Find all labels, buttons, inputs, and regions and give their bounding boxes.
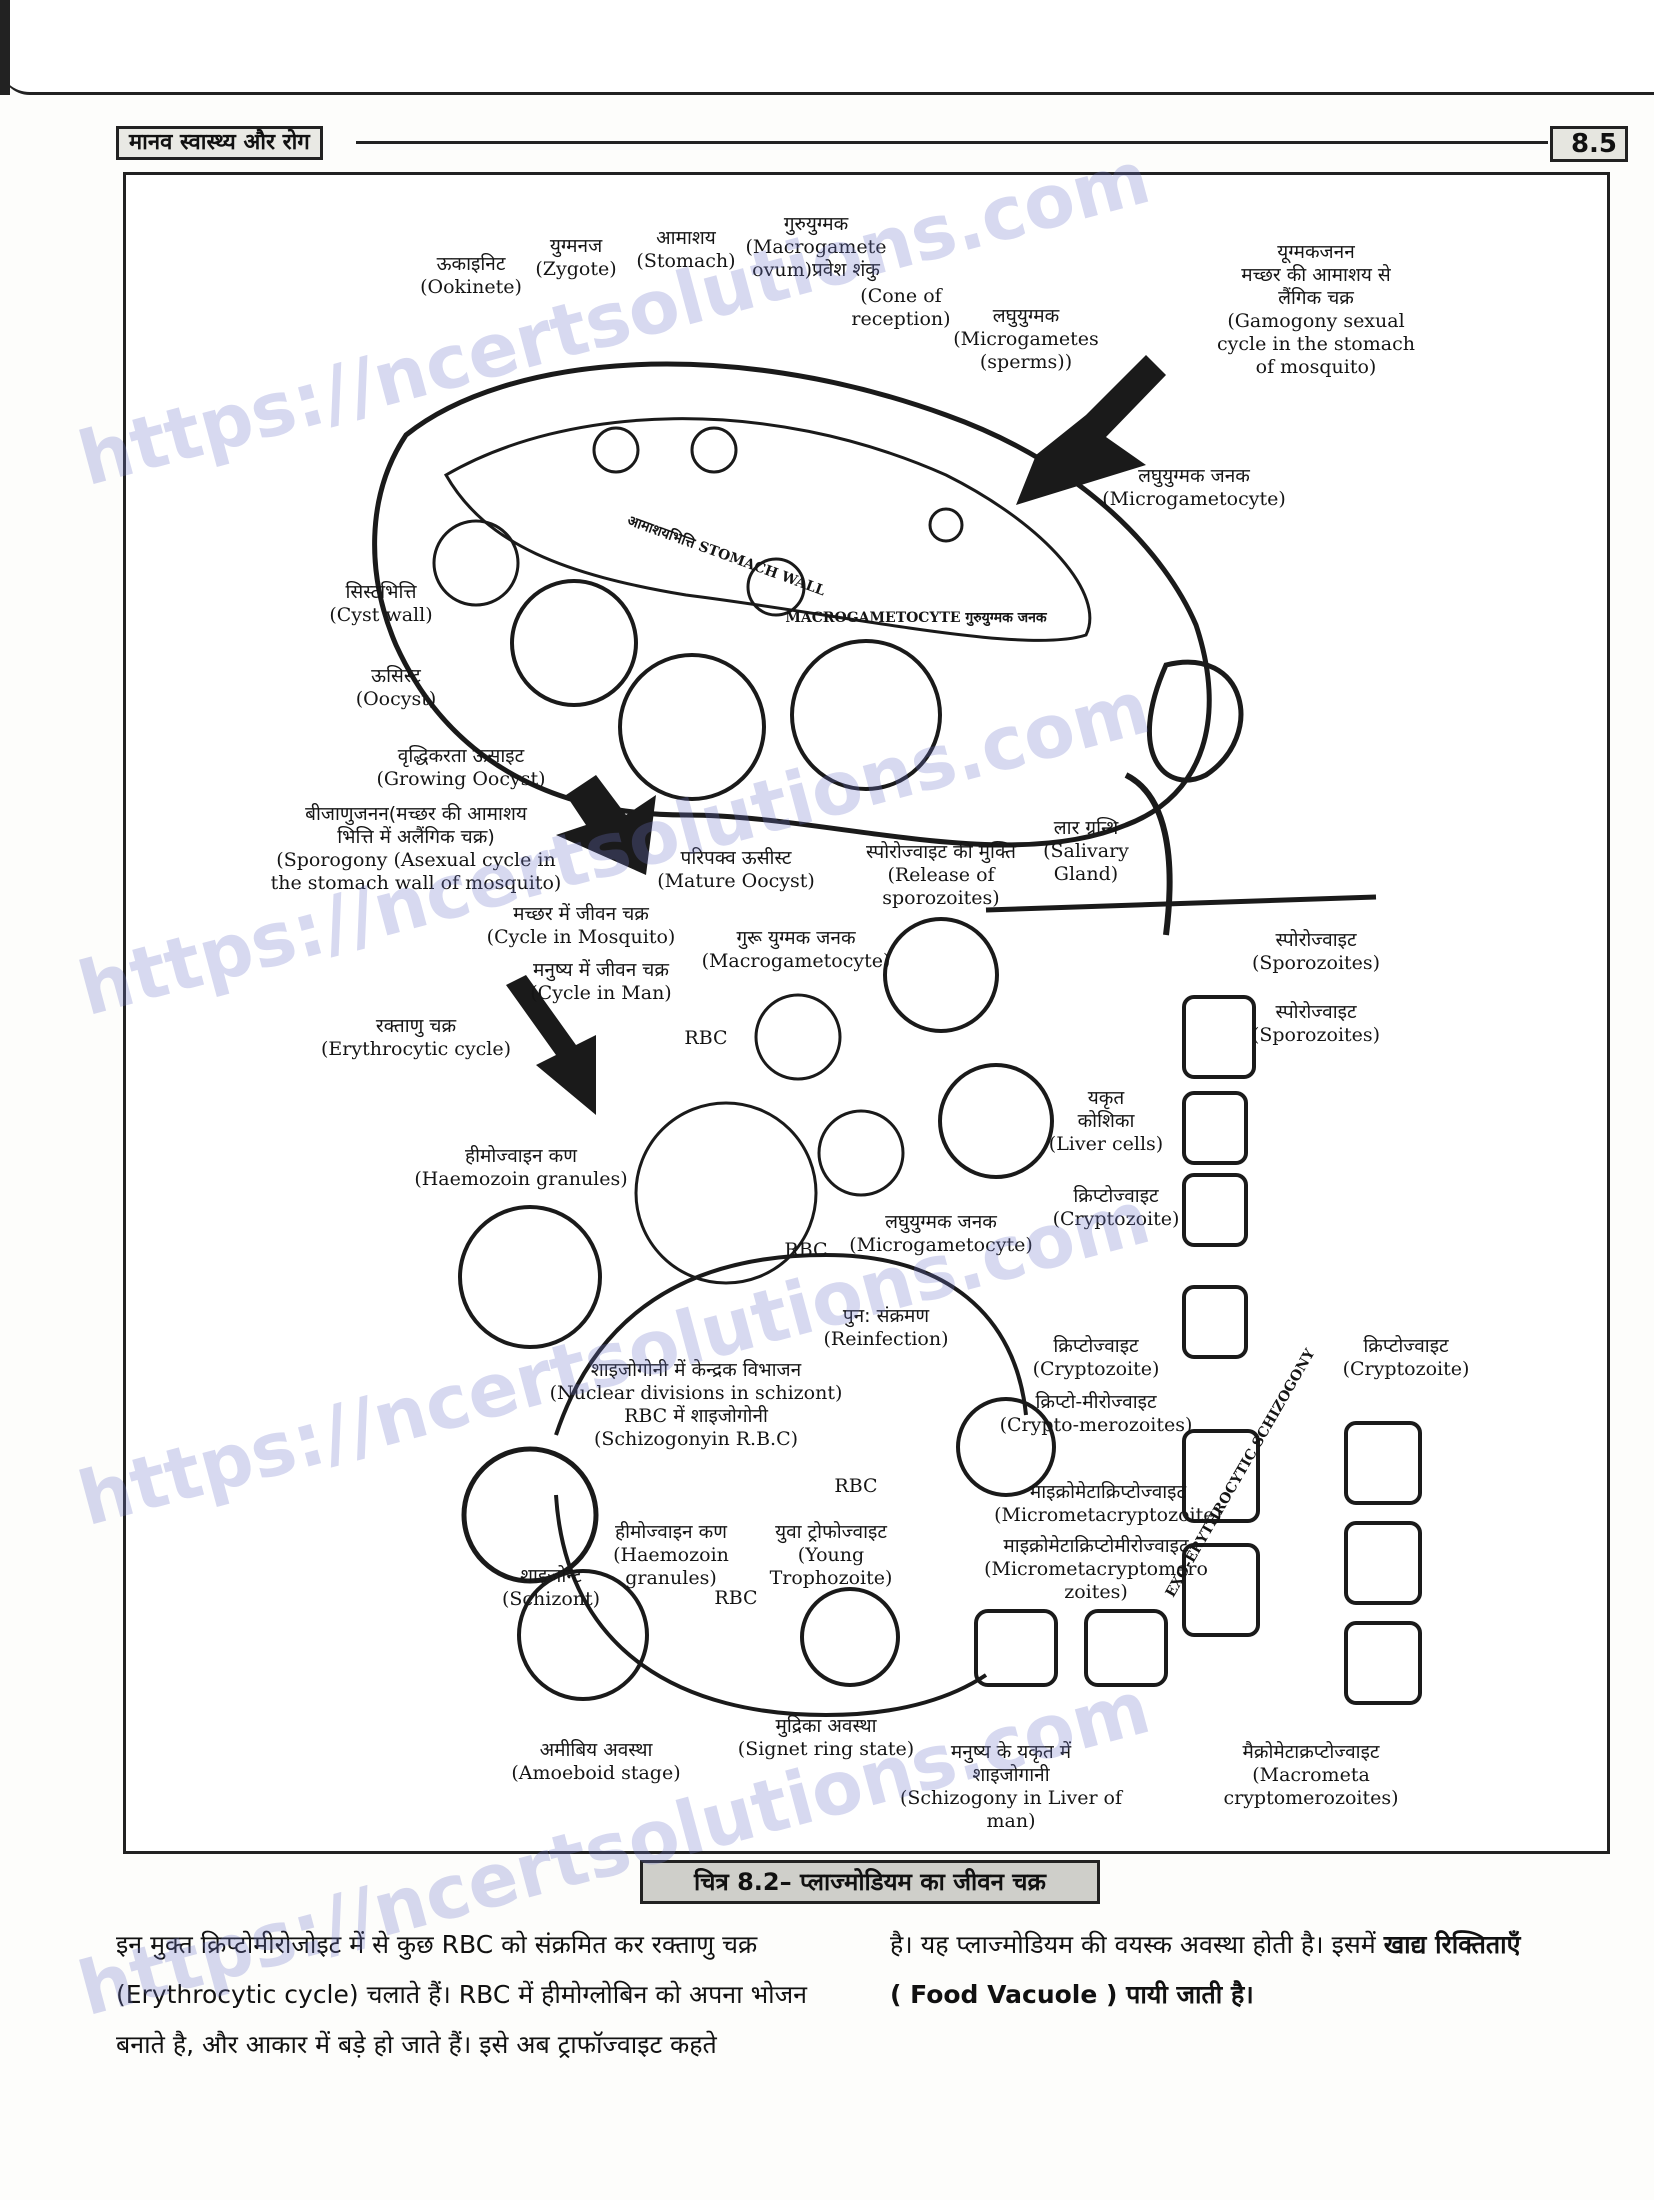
label-sporozoites-1: स्पोरोज्वाइट(Sporozoites) [1251, 929, 1381, 974]
liver-cell [1344, 1421, 1422, 1505]
macrogamete-cell [690, 426, 738, 474]
mosquito-stomach-outline [372, 361, 1212, 848]
label-microgametocyte-mosquito: लघुयुग्मक जनक(Microgametocyte) [1102, 465, 1286, 510]
cyst-wall-circle [432, 519, 520, 607]
liver-cell [1182, 1285, 1248, 1359]
label-gamogony: यूग्मकजनन मच्छर की आमाशय से लैंगिक चक्र(… [1217, 241, 1415, 378]
label-erythrocytic-cycle: रक्ताणु चक्र(Erythrocytic cycle) [320, 1015, 511, 1060]
label-rbc-4: RBC [714, 1587, 758, 1609]
paragraph-left: इन मुक्त क्रिप्टोमीरोजोइट में से कुछ RBC… [116, 1930, 808, 2059]
paragraph-right-part-1: है। यह प्लाज्मोडियम की वयस्क अवस्था होती… [890, 1930, 1384, 1959]
label-amoeboid-stage: अमीबिय अवस्था(Amoeboid stage) [511, 1739, 681, 1784]
microgametocyte-rbc [938, 1063, 1054, 1179]
label-micrometacryptozoite: माइक्रोमेटाक्रिप्टोज्वाइट(Micrometacrypt… [994, 1481, 1222, 1526]
label-release-sporozoites: स्पोरोज्वाइट की मुक्ति(Release of sporoz… [866, 841, 1016, 909]
arrow-gamogony [1016, 355, 1166, 505]
rbc-cell [817, 1109, 905, 1197]
paragraph-right-part-2: ( Food Vacuole ) पायी जाती है। [890, 1980, 1254, 2009]
label-crypto-merozoites: क्रिप्टो-मीरोज्वाइट(Crypto-merozoites) [999, 1391, 1193, 1436]
label-oocyst: ऊसिस्ट(Oocyst) [355, 665, 437, 710]
arrow-erythrocytic [506, 975, 596, 1115]
label-schizont: शाइजोन्ट(Schizont) [501, 1565, 601, 1610]
label-mature-oocyst: परिपक्व ऊसीस्ट(Mature Oocyst) [657, 847, 815, 892]
liver-cell [1182, 1429, 1260, 1523]
label-sporogony: बीजाणुजनन(मच्छर की आमाशय भित्ति में अलैं… [270, 803, 562, 894]
liver-cell [1182, 1543, 1260, 1637]
label-cryptozoite-3: क्रिप्टोज्वाइट(Cryptozoite) [1342, 1335, 1470, 1380]
label-macrogametocyte-man: गुरू युग्मक जनक(Macrogametocyte) [701, 927, 891, 972]
liver-cell [1182, 1173, 1248, 1247]
label-macrogamete: गुरुयुग्मक(Macrogamete ovum)प्रवेश शंकु [745, 213, 887, 281]
erythrocytic-cycle-path-lower [554, 1494, 988, 1718]
label-microgametocyte-man: लघुयुग्मक जनक(Microgametocyte) [849, 1211, 1033, 1256]
label-cryptozoite-2: क्रिप्टोज्वाइट(Cryptozoite) [1032, 1335, 1160, 1380]
zygote-cell [592, 426, 640, 474]
paragraph-right: है। यह प्लाज्मोडियम की वयस्क अवस्था होती… [890, 1920, 1630, 2020]
label-liver-cells: यकृत कोशिका(Liver cells) [1048, 1087, 1164, 1155]
reinfection-rbc [956, 1397, 1056, 1497]
label-reinfection: पुन: संक्रमण(Reinfection) [823, 1305, 949, 1350]
header-rule [356, 141, 1548, 144]
label-rbc-2: RBC [784, 1239, 828, 1261]
label-cyst-wall: सिस्टभित्ति(Cyst wall) [329, 581, 433, 626]
label-cycle-in-man: मनुष्य में जीवन चक्र(Cycle in Man) [530, 959, 672, 1004]
label-growing-oocyst: वृद्धिकरता ऊसाइट(Growing Oocyst) [376, 745, 546, 790]
label-nuclear-divisions: शाइजोगोनी में केन्द्रक विभाजन(Nuclear di… [549, 1359, 843, 1450]
label-haemozoin-granules-1: हीमोज्वाइन कण(Haemozoin granules) [414, 1145, 628, 1190]
arrow-sporogony [556, 775, 656, 875]
label-zygote: युग्मनज(Zygote) [535, 235, 617, 280]
rbc-cell [754, 993, 842, 1081]
label-cryptozoite-1: क्रिप्टोज्वाइट(Cryptozoite) [1052, 1185, 1180, 1230]
label-macrometacryptomerozoites: मैक्रोमेटाक्रप्टोज्वाइट(Macrometa crypto… [1223, 1741, 1399, 1809]
scan-left-edge [0, 0, 10, 95]
paragraph-right-bold: खाद्य रिक्तिताएँ [1383, 1930, 1521, 1959]
rbc-burst [634, 1101, 818, 1285]
label-micrometacryptomerozoites: माइक्रोमेटाक्रिप्टोमीरोज्वाइट(Micrometac… [984, 1535, 1208, 1603]
label-cycle-in-mosquito: मच्छर में जीवन चक्र(Cycle in Mosquito) [486, 903, 676, 948]
label-rbc-3: RBC [834, 1475, 878, 1497]
oocyst-circle [510, 579, 638, 707]
label-salivary-gland: लार ग्रन्थि(Salivary Gland) [1043, 817, 1129, 885]
schizont-cell [461, 1446, 599, 1584]
macrogametocyte-rbc [883, 917, 999, 1033]
salivary-gland [1147, 659, 1244, 783]
page-header: मानव स्वास्थ्य और रोग 8.5 [116, 126, 1628, 162]
figure-caption: चित्र 8.2– प्लाज्मोडियम का जीवन चक्र [640, 1860, 1100, 1904]
rbc-haemozoin [458, 1205, 602, 1349]
liver-cell-column [974, 995, 1422, 1705]
signet-ring-cell [800, 1587, 900, 1687]
skin-line [985, 894, 1377, 913]
liver-cell [1344, 1521, 1422, 1605]
label-sporozoites-2: स्पोरोज्वाइट(Sporozoites) [1251, 1001, 1381, 1046]
page-number: 8.5 [1550, 126, 1628, 162]
label-rbc-1: RBC [684, 1027, 728, 1049]
amoeboid-cell [517, 1569, 649, 1701]
plasmodium-life-cycle-diagram [372, 355, 1422, 1718]
liver-cell [1344, 1621, 1422, 1705]
liver-cell [1182, 1091, 1248, 1165]
label-ookinete: ऊकाइनिट(Ookinete) [420, 253, 522, 298]
liver-cell [1182, 995, 1256, 1079]
liver-cell [974, 1609, 1058, 1687]
salivary-duct [1124, 772, 1173, 936]
figure-frame: ऊकाइनिट(Ookinete) युग्मनज(Zygote) आमाशय(… [123, 172, 1610, 1854]
growing-oocyst-circle [618, 653, 766, 801]
label-macrogametocyte-mosquito: MACROGAMETOCYTE गुरुयुग्मक जनक [785, 610, 1047, 626]
label-haemozoin-granules-2: हीमोज्वाइन कण(Haemozoin granules) [613, 1521, 729, 1589]
stomach-wall-inner [443, 417, 1092, 642]
mature-oocyst-circle [790, 639, 942, 791]
scan-top-edge [0, 0, 1654, 95]
liver-cell [1084, 1609, 1168, 1687]
label-cone-of-reception: (Cone of reception) [851, 285, 951, 330]
macrogametocyte-cell [746, 557, 806, 617]
label-schizogony-in-liver: मनुष्य के यकृत में शाइजोगानी(Schizogony … [899, 1741, 1123, 1832]
microgametocyte-cell [928, 507, 964, 543]
label-microgametes: लघुयुग्मक(Microgametes (sperms)) [953, 305, 1099, 373]
chapter-title: मानव स्वास्थ्य और रोग [116, 126, 323, 160]
label-young-trophozoite: युवा ट्रोफोज्वाइट(Young Trophozoite) [769, 1521, 893, 1589]
label-stomach: आमाशय(Stomach) [636, 227, 736, 272]
label-signet-ring: मुद्रिका अवस्था(Signet ring state) [737, 1715, 915, 1760]
erythrocytic-cycle-path [554, 1252, 1028, 1436]
